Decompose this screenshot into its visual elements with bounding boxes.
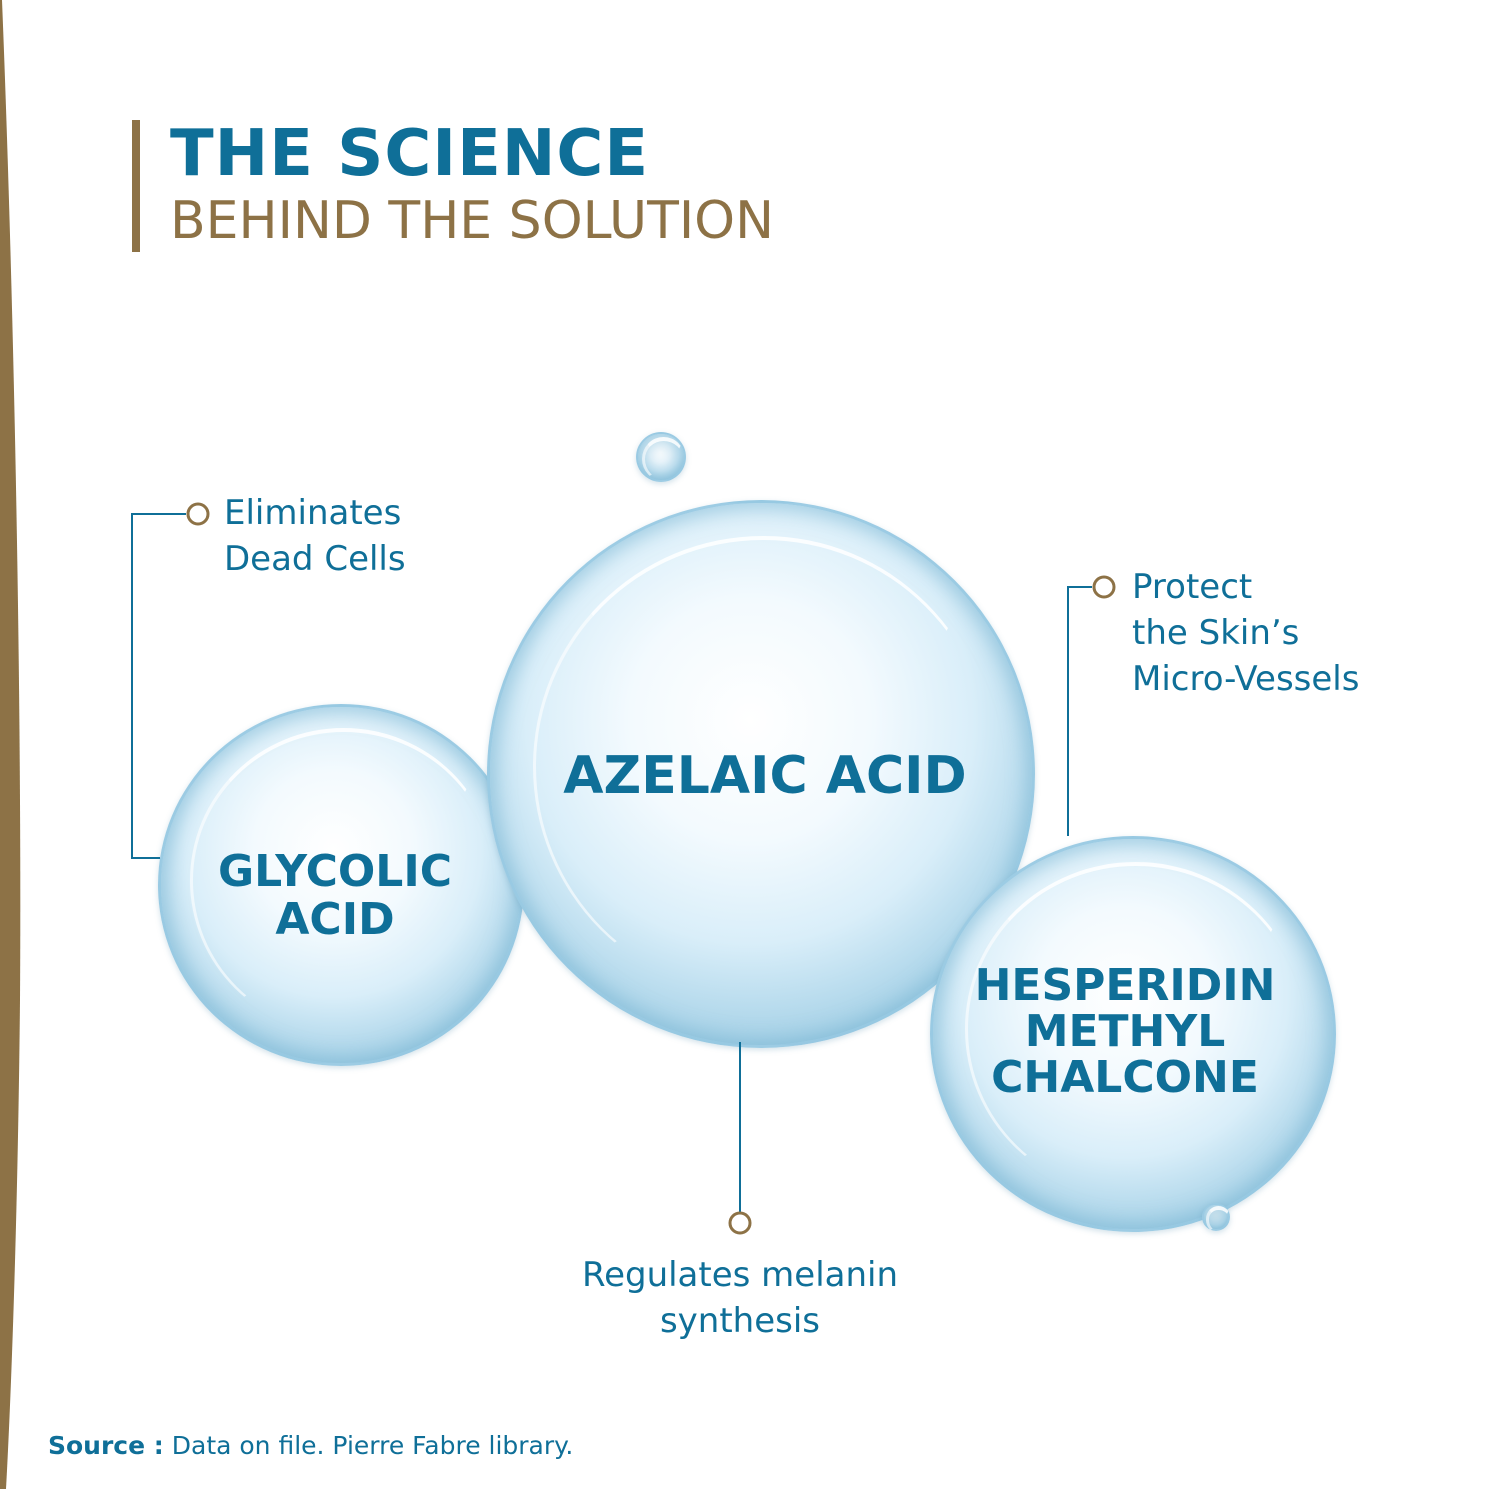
hesperidin-label: HESPERIDIN METHYL CHALCONE [960, 963, 1290, 1101]
heading-title: THE SCIENCE [170, 117, 650, 191]
hesperidin-benefit-line2: the Skin’s [1132, 613, 1300, 653]
hesperidin-connector [1067, 586, 1092, 836]
hesperidin-connector-dot [1092, 575, 1116, 599]
azelaic-benefit-line2: synthesis [659, 1301, 821, 1341]
tiny-droplet [1202, 1203, 1232, 1233]
azelaic-benefit-line1: Regulates melanin [581, 1255, 899, 1295]
heading-subtitle: BEHIND THE SOLUTION [170, 191, 774, 251]
glycolic-benefit-line2: Dead Cells [224, 539, 406, 579]
glycolic-label-line2: ACID [275, 894, 395, 945]
hesperidin-bubble [930, 836, 1336, 1232]
glycolic-connector [131, 513, 186, 859]
azelaic-benefit-note: Regulates melanin synthesis [540, 1252, 940, 1344]
hesperidin-benefit-line3: Micro-Vessels [1132, 659, 1360, 699]
hesperidin-label-line1: HESPERIDIN [974, 960, 1276, 1011]
small-droplet [636, 432, 686, 482]
azelaic-acid-bubble [487, 500, 1035, 1048]
azelaic-connector-dot [728, 1211, 752, 1235]
source-label: Source : [48, 1431, 164, 1460]
source-footnote: Source : Data on file. Pierre Fabre libr… [48, 1430, 573, 1462]
azelaic-acid-label: AZELAIC ACID [563, 746, 967, 806]
gold-edge-decoration [0, 0, 21, 1489]
glycolic-label-line1: GLYCOLIC [218, 846, 452, 897]
hesperidin-label-line3: CHALCONE [991, 1052, 1259, 1103]
source-text: Data on file. Pierre Fabre library. [163, 1431, 574, 1460]
hesperidin-benefit-line1: Protect [1132, 567, 1253, 607]
glycolic-benefit-line1: Eliminates [224, 493, 402, 533]
hesperidin-benefit-note: Protect the Skin’s Micro-Vessels [1132, 564, 1432, 702]
glycolic-benefit-note: Eliminates Dead Cells [224, 490, 484, 582]
hesperidin-label-line2: METHYL [1024, 1006, 1226, 1057]
glycolic-acid-bubble [158, 704, 524, 1066]
glycolic-connector-dot [186, 502, 210, 526]
glycolic-acid-label: GLYCOLIC ACID [175, 848, 495, 944]
heading: THE SCIENCE BEHIND THE SOLUTION [132, 120, 774, 252]
